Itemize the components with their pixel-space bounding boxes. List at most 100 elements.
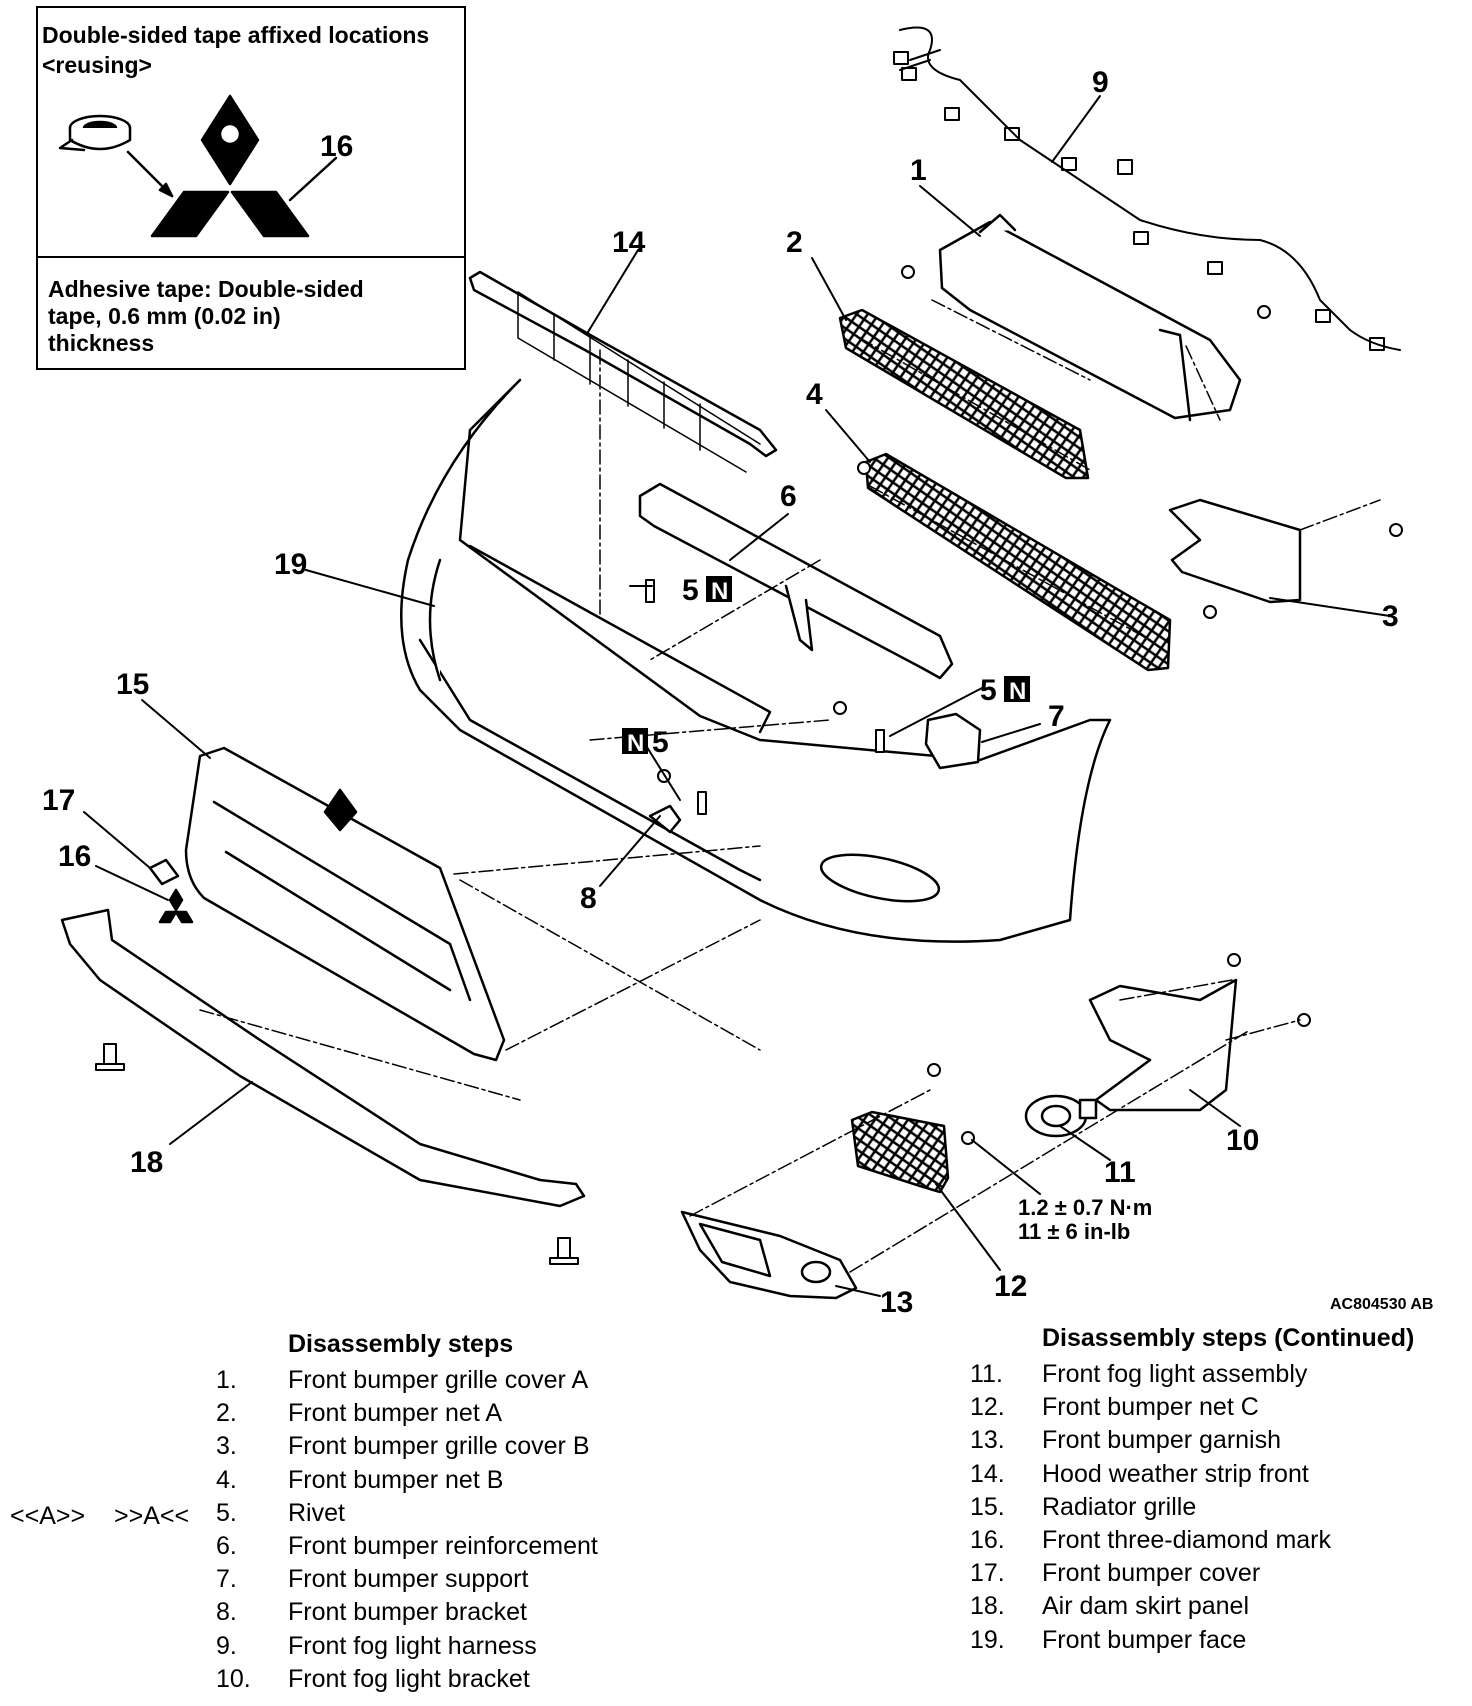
step-number: 5. [216,1498,237,1527]
torque-imperial: 11 ± 6 in-lb [1018,1219,1131,1244]
list-item: 7.Front bumper support [216,1563,696,1596]
new-badge-label: N [711,578,728,605]
step-number: 2. [216,1399,237,1428]
inset-leader-16 [288,156,338,202]
steps-list-left: 1.Front bumper grille cover A 2. Front bu… [216,1364,696,1696]
bumper-net-c [850,1110,950,1194]
step-number: 18. [970,1592,1005,1621]
radiator-grille [184,746,506,1062]
three-diamond-icon [150,94,310,238]
callout-16: 16 [58,840,91,873]
step-number: 3. [216,1432,237,1461]
inset-arrow-head [158,182,174,198]
step-name: Front three-diamond mark [1042,1525,1332,1554]
list-item: 18. Air dam skirt panel [970,1590,1430,1623]
steps-list-right: 11.Front fog light assembly 12. Front bum… [970,1358,1430,1657]
callout-17: 17 [42,784,75,817]
step-number: 4. [216,1465,237,1494]
weather-strip-tape-hatch [517,291,761,473]
list-item: 4. Front bumper net B [216,1464,696,1497]
bumper-net-b [864,452,1172,672]
step-name: Front bumper cover [1042,1559,1261,1588]
inset-illustration-area: Double-sided tape affixed locations <reu… [38,8,464,258]
list-item: 3.Front bumper grille cover B [216,1430,696,1463]
new-badge-label: N [627,730,644,757]
bumper-face [400,378,1112,943]
grille-cover-b [1168,498,1302,604]
list-item: 12. Front bumper net C [970,1391,1430,1424]
bumper-cover-clip [148,858,180,886]
leader-lines [83,95,1391,1297]
step-name: Front bumper grille cover A [288,1366,589,1394]
torque-spec: 1.2 ± 0.7 N·m 11 ± 6 in-lb [1018,1196,1152,1244]
fog-light-bracket [1088,978,1238,1112]
callout-12: 12 [994,1270,1027,1303]
callout-1: 1 [910,154,927,187]
step-name: Front bumper face [1042,1625,1247,1654]
fog-light-assembly [1024,1094,1098,1138]
callout-3: 3 [1382,600,1399,633]
callout-5-left: 5 [652,726,669,759]
bumper-support [924,712,982,770]
step-number: 19. [970,1625,1005,1654]
step-number: 11. [970,1360,1003,1388]
callout-4: 4 [806,378,823,411]
inset-adhesive-note: Adhesive tape: Double-sided tape, 0.6 mm… [48,276,448,357]
new-part-badge [622,728,648,754]
bumper-garnish [680,1210,858,1300]
new-part-badge [1004,676,1030,702]
step-number: 13. [970,1426,1005,1455]
step-number: 7. [216,1565,237,1594]
inset-note-line3: thickness [48,330,155,356]
step-name: Front bumper garnish [1042,1426,1282,1455]
air-dam-skirt [60,908,586,1208]
list-item: 5. Rivet [216,1497,696,1530]
inset-title: Double-sided tape affixed locations <reu… [42,20,429,80]
hood-weather-strip [468,270,778,458]
callout-5-upper: 5 [682,574,699,607]
step-name: Front bumper net C [1042,1393,1259,1422]
inset-note-line2: tape, 0.6 mm (0.02 in) [48,303,281,329]
list-item: 6. Front bumper reinforcement [216,1530,696,1563]
callout-15: 15 [116,668,149,701]
list-item: 9.Front fog light harness [216,1630,696,1663]
step-number: 6. [216,1531,237,1560]
list-item: 14.Hood weather strip front [970,1458,1430,1491]
callout-6: 6 [780,480,797,513]
list-item: 13. Front bumper garnish [970,1424,1430,1457]
fastener-clips [95,265,1403,1265]
step-name: Air dam skirt panel [1042,1592,1250,1621]
step-name: Front bumper reinforcement [288,1531,598,1560]
bumper-bracket [648,804,682,834]
service-ref-marks: <<A>> >>A<< [10,1502,190,1530]
list-item: 1.Front bumper grille cover A [216,1364,696,1397]
new-badge-label: N [1009,678,1026,705]
step-number: 14. [970,1459,1005,1488]
callout-13: 13 [880,1286,913,1319]
fog-light-harness [893,26,1401,351]
list-item: 19. Front bumper face [970,1624,1430,1657]
step-name: Front bumper net B [288,1465,504,1494]
step-number: 16. [970,1525,1005,1554]
callout-10: 10 [1226,1124,1259,1157]
inset-callout-16: 16 [320,130,353,163]
list-item: 11.Front fog light assembly [970,1358,1430,1391]
list-item: 10. Front fog light bracket [216,1663,696,1696]
list-item: 17.Front bumper cover [970,1557,1430,1590]
step-number: 10. [216,1664,251,1693]
list-item: 2. Front bumper net A [216,1397,696,1430]
step-name: Front bumper bracket [288,1598,527,1627]
step-number: 15. [970,1492,1005,1521]
bumper-reinforcement [638,482,954,680]
tape-inset-box: Double-sided tape affixed locations <reu… [36,6,466,370]
step-name: Rivet [288,1498,345,1527]
list-item: 15.Radiator grille [970,1491,1430,1524]
step-name: Front fog light bracket [288,1664,530,1693]
callout-14: 14 [612,226,646,259]
step-name: Front bumper net A [288,1399,503,1428]
inset-title-line1: Double-sided tape affixed locations [42,22,430,48]
callout-5-right: 5 [980,674,997,707]
inset-title-line2: <reusing> [42,52,152,78]
step-number: 12. [970,1393,1005,1422]
